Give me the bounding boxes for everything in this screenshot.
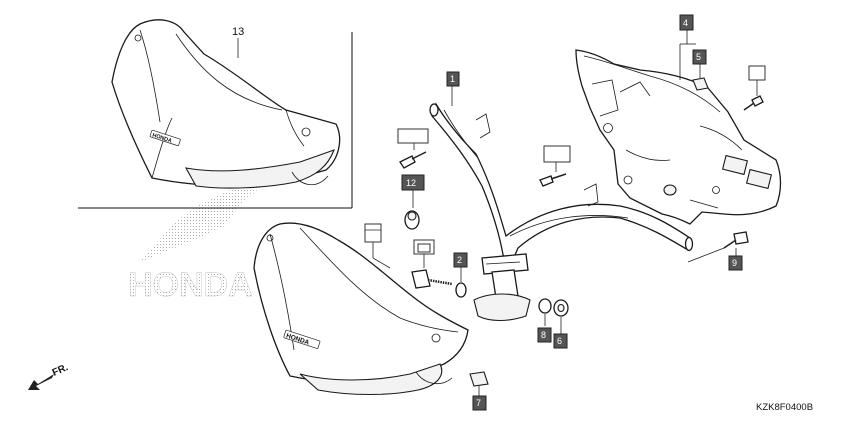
svg-text:7: 7 bbox=[476, 398, 481, 408]
svg-text:4: 4 bbox=[683, 18, 688, 28]
blank-box-front-left bbox=[364, 223, 382, 243]
front-cover-main: HONDA bbox=[253, 222, 469, 396]
svg-text:5: 5 bbox=[696, 52, 701, 62]
svg-text:12: 12 bbox=[406, 178, 416, 188]
front-direction-arrow: FR. bbox=[28, 362, 70, 390]
callout-6: 6 bbox=[553, 333, 568, 349]
bolt-9 bbox=[723, 231, 749, 249]
grommet-12 bbox=[404, 210, 420, 230]
svg-text:9: 9 bbox=[732, 258, 737, 268]
spacer-2 bbox=[455, 282, 467, 298]
handlebar-clamp bbox=[473, 253, 531, 322]
screw-upper bbox=[399, 151, 427, 169]
callout-12: 12 bbox=[401, 174, 425, 191]
svg-text:1: 1 bbox=[450, 74, 455, 84]
honda-watermark: HONDA bbox=[128, 182, 262, 304]
blank-box-upper-left bbox=[397, 128, 429, 144]
screw-right bbox=[743, 95, 764, 111]
svg-text:6: 6 bbox=[557, 336, 562, 346]
blank-box-middle bbox=[543, 145, 571, 163]
blank-box-right bbox=[748, 65, 766, 81]
screw-middle bbox=[539, 173, 567, 187]
rear-handle-cover bbox=[575, 49, 782, 225]
callout-2: 2 bbox=[453, 252, 468, 268]
clip-7 bbox=[469, 371, 489, 387]
svg-text:8: 8 bbox=[541, 330, 546, 340]
callout-5: 5 bbox=[692, 49, 707, 65]
diagram-code: KZK8F0400B bbox=[756, 402, 813, 413]
nut-6 bbox=[553, 299, 569, 317]
callout-8: 8 bbox=[537, 327, 552, 343]
handlebar-pipe bbox=[429, 102, 694, 263]
callout-1: 1 bbox=[446, 71, 460, 87]
leader-lines bbox=[372, 30, 758, 396]
honda-watermark-text: HONDA bbox=[128, 266, 253, 304]
callout-13: 13 bbox=[232, 26, 244, 38]
front-cover-inset: HONDA bbox=[111, 19, 341, 189]
inset-frame bbox=[78, 32, 353, 209]
clip-part bbox=[692, 77, 709, 91]
honda-logo-inset: HONDA bbox=[151, 133, 172, 145]
bolt-long bbox=[411, 269, 453, 289]
callout-9: 9 bbox=[728, 255, 743, 271]
callout-7: 7 bbox=[472, 395, 487, 411]
callout-4: 4 bbox=[679, 14, 694, 31]
collar-8 bbox=[538, 298, 552, 314]
blank-box-bolt bbox=[413, 239, 435, 255]
svg-text:2: 2 bbox=[457, 255, 462, 265]
direction-label: FR. bbox=[51, 362, 70, 379]
